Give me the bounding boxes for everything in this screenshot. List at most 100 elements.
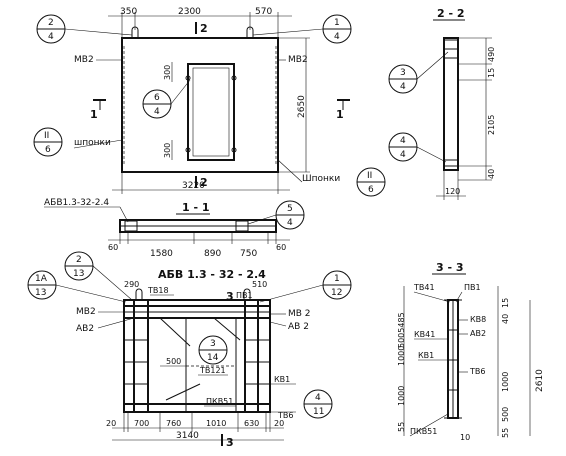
section-3-3: 3 - 3 ТВ41 ПВ1 КВ8 КВ41 АВ2 КВ1 ТВ6 ПКВ5…: [397, 261, 545, 442]
label-tv6-3-3: ТВ6: [469, 367, 485, 376]
bubble-2-13: 2 13: [64, 251, 133, 301]
dim-rebar-bottom-4: 630: [244, 419, 259, 428]
svg-text:6: 6: [154, 93, 160, 103]
bubble-2-4: 2 4: [36, 14, 133, 44]
dim-3-3-right-3: 500: [501, 407, 510, 422]
dim-3-3-left-3: 55: [397, 422, 406, 432]
bubble-5-4: 5 4: [247, 200, 305, 230]
svg-text:13: 13: [73, 269, 84, 279]
label-mv2-right-rebar: МВ 2: [288, 309, 311, 319]
dim-1-1-2: 890: [204, 249, 221, 259]
svg-text:3: 3: [210, 339, 216, 349]
dim-rebar-total: 3140: [176, 431, 199, 441]
svg-text:1: 1: [334, 274, 340, 284]
dim-3-3-left-2: 1000: [397, 386, 406, 406]
svg-text:3: 3: [400, 68, 406, 78]
section-mark-right: 1: [336, 108, 344, 121]
dim-2-2-3: 40: [487, 169, 496, 179]
section-mark-bottom: 2: [200, 176, 208, 189]
dim-opening-bottom: 300: [163, 143, 172, 158]
bubble-II-6-right: II 6: [356, 167, 386, 197]
rebar-plan-title: АБВ 1.3 - 32 - 2.4: [158, 268, 266, 281]
label-tv41: ТВ41: [413, 283, 435, 292]
bubble-4-4: 4 4: [388, 132, 447, 163]
svg-text:4: 4: [334, 32, 340, 42]
dim-3-3-right-0: 15: [501, 298, 510, 308]
dim-rebar-bottom-3: 1010: [206, 419, 226, 428]
label-shponki-left: шпонки: [74, 138, 111, 148]
svg-text:13: 13: [35, 288, 46, 298]
label-shponki-right: Шпонки: [302, 174, 340, 184]
rebar-plan: АБВ 1.3 - 32 - 2.4 290 510 ТВ18 ПВ1 3: [27, 251, 352, 449]
bubble-3-14: 3 14: [198, 335, 228, 365]
dim-1-1-3: 750: [240, 249, 257, 259]
label-abv-1-1: АБВ1.3-32-2.4: [44, 198, 109, 208]
dim-rebar-bottom-5: 20: [274, 419, 284, 428]
dim-3-3-right-2: 1000: [501, 372, 510, 392]
label-tv18: ТВ18: [147, 286, 169, 295]
dim-rebar-bottom-1: 700: [134, 419, 149, 428]
label-d500: 500: [166, 357, 181, 366]
label-tv121: ТВ121: [199, 366, 226, 375]
svg-text:2: 2: [76, 255, 82, 265]
section-2-2: 2 - 2 490 15 2105 40 120 3 4 4 4: [388, 7, 496, 200]
svg-text:II: II: [367, 171, 372, 181]
dim-2-2-0: 490: [487, 47, 496, 62]
dim-1-1-0: 60: [108, 243, 118, 252]
dim-3-3-left-0: 5005485: [397, 312, 406, 348]
dim-2-2-2: 2105: [487, 115, 496, 135]
label-mv2-left: МВ2: [74, 55, 94, 65]
dim-rebar-top-0: 290: [124, 280, 139, 289]
label-pkv51-3-3: ПКВ51: [410, 427, 437, 436]
bubble-6-4: 6 4: [142, 79, 191, 119]
lifting-loop-left: [131, 26, 139, 38]
label-pv1-3-3: ПВ1: [464, 283, 481, 292]
bubble-1-4: 1 4: [252, 14, 352, 44]
section-1-1-title: 1 - 1: [182, 201, 210, 214]
dim-3-3-total: 2610: [535, 369, 545, 392]
lifting-loop-right: [246, 26, 254, 38]
label-mv2-right: МВ2: [288, 55, 308, 65]
svg-text:4: 4: [400, 150, 406, 160]
bubble-1A-13: 1А 13: [27, 270, 127, 303]
svg-text:1А: 1А: [35, 274, 48, 284]
svg-text:II: II: [44, 131, 49, 141]
dim-3-3-bottom: 10: [460, 433, 470, 442]
label-av2-3-3: АВ2: [470, 329, 486, 338]
dim-1-1-4: 60: [276, 243, 286, 252]
dim-rebar-top-1: 510: [252, 280, 267, 289]
svg-text:4: 4: [287, 218, 293, 228]
dim-top-2: 570: [255, 7, 272, 17]
rebar-section-label-bottom: 3: [226, 436, 234, 449]
svg-text:2: 2: [48, 18, 54, 28]
dim-height: 2650: [297, 95, 307, 118]
rebar-section-label: 3: [226, 290, 234, 303]
bubble-II-6-left: II 6: [33, 127, 63, 157]
svg-text:11: 11: [313, 407, 324, 417]
dim-1-1-1: 1580: [150, 249, 173, 259]
svg-text:4: 4: [48, 32, 54, 42]
bubble-4-11: 4 11: [303, 389, 333, 419]
dim-2-2-1: 15: [487, 68, 496, 78]
label-pkv51: ПКВ51: [206, 397, 233, 406]
label-mv2-left-rebar: МВ2: [76, 307, 96, 317]
dim-3-3-right-1: 40: [501, 314, 510, 324]
svg-text:14: 14: [207, 353, 219, 363]
svg-text:6: 6: [368, 185, 374, 195]
dim-rebar-bottom-2: 760: [166, 419, 181, 428]
label-av2-right-rebar: АВ 2: [288, 322, 309, 332]
dim-opening-top: 300: [163, 65, 172, 80]
label-av2-left-rebar: АВ2: [76, 324, 94, 334]
bubble-3-4: 3 4: [388, 51, 449, 94]
section-2-2-title: 2 - 2: [437, 7, 465, 20]
label-kv41: КВ41: [414, 330, 435, 339]
panel-outline: [121, 37, 279, 173]
label-kv1-3-3: КВ1: [418, 351, 434, 360]
dim-rebar-bottom-0: 20: [106, 419, 116, 428]
label-tv6: ТВ6: [277, 411, 293, 420]
svg-text:4: 4: [400, 136, 406, 146]
cage-outline: [123, 299, 271, 413]
dim-top-1: 2300: [178, 7, 201, 17]
